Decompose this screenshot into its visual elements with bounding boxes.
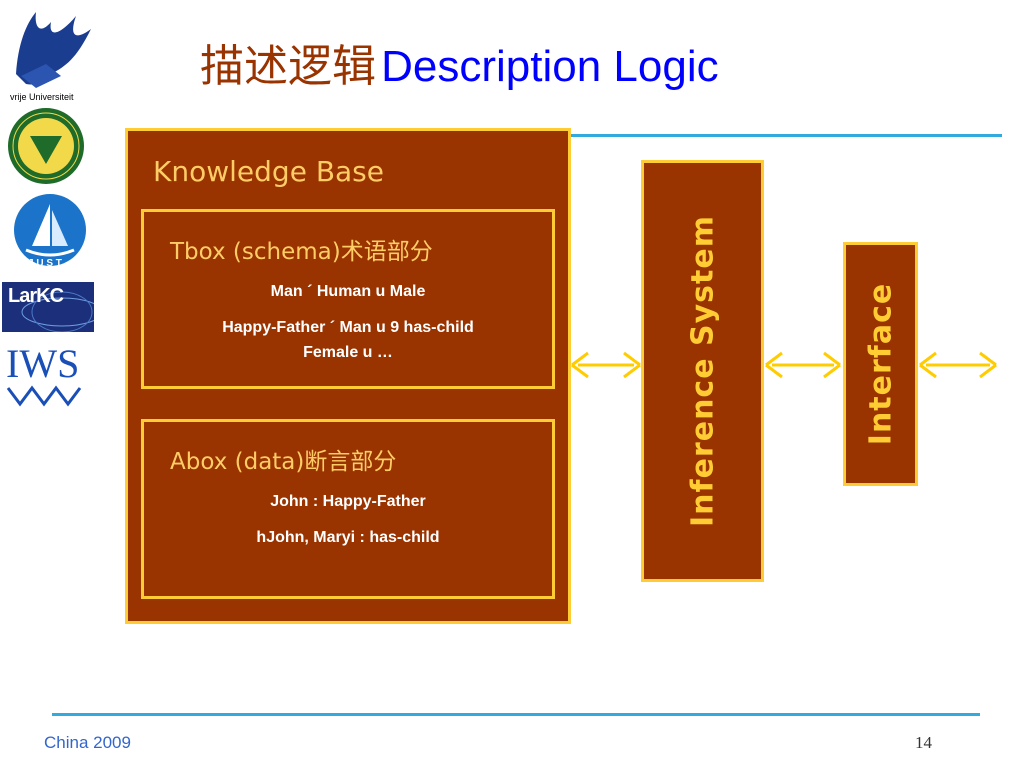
- larkc-text: LarKC: [8, 285, 64, 307]
- tbox-axiom-1: Man ´ Human u Male: [270, 283, 426, 300]
- bottom-divider: [52, 713, 980, 716]
- abox-assertion-1: John : Happy-Father: [270, 493, 426, 510]
- orbit-icon: [21, 291, 94, 332]
- abox-panel: Abox (data)断言部分 John : Happy-Father hJoh…: [141, 419, 555, 599]
- just-text: J U S T: [28, 258, 62, 269]
- title-english: Description Logic: [381, 42, 719, 91]
- abox-heading: Abox (data)断言部分: [170, 449, 397, 475]
- interface-box: Interface: [843, 242, 918, 486]
- kb-inference-arrow-icon: [571, 351, 641, 379]
- title-chinese: 描述逻辑: [200, 41, 376, 92]
- interface-external-arrow-icon: [919, 351, 997, 379]
- griffin-icon: [16, 12, 91, 88]
- slide-title: 描述逻辑 Description Logic: [200, 30, 719, 100]
- southeast-logo: [6, 106, 86, 186]
- inference-interface-arrow-icon: [765, 351, 841, 379]
- abox-assertion-2: hJohn, Maryi : has-child: [256, 529, 440, 546]
- vu-caption: vrije Universiteit: [10, 92, 74, 102]
- iws-logo: IWS: [2, 340, 94, 410]
- page-number: 14: [915, 733, 932, 752]
- vu-logo: vrije Universiteit: [6, 4, 98, 104]
- tbox-heading: Tbox (schema)术语部分: [170, 239, 433, 265]
- larkc-logo: LarKC: [2, 282, 94, 332]
- tbox-axiom-2: Happy-Father ´ Man u 9 has-child: [222, 319, 474, 336]
- inference-system-label: Inference System: [685, 215, 720, 527]
- wave-icon: [6, 385, 82, 407]
- sailboat-icon: [14, 194, 86, 266]
- seal-icon: [8, 108, 84, 184]
- tbox-panel: Tbox (schema)术语部分 Man ´ Human u Male Hap…: [141, 209, 555, 389]
- iws-text: IWS: [6, 341, 80, 386]
- footer-text: China 2009: [44, 733, 131, 752]
- tbox-axiom-3: Female u …: [303, 344, 393, 361]
- just-logo: J U S T: [12, 192, 88, 276]
- interface-label: Interface: [863, 282, 898, 446]
- knowledge-base-title: Knowledge Base: [153, 155, 384, 188]
- top-divider: [570, 134, 1002, 137]
- inference-system-box: Inference System: [641, 160, 764, 582]
